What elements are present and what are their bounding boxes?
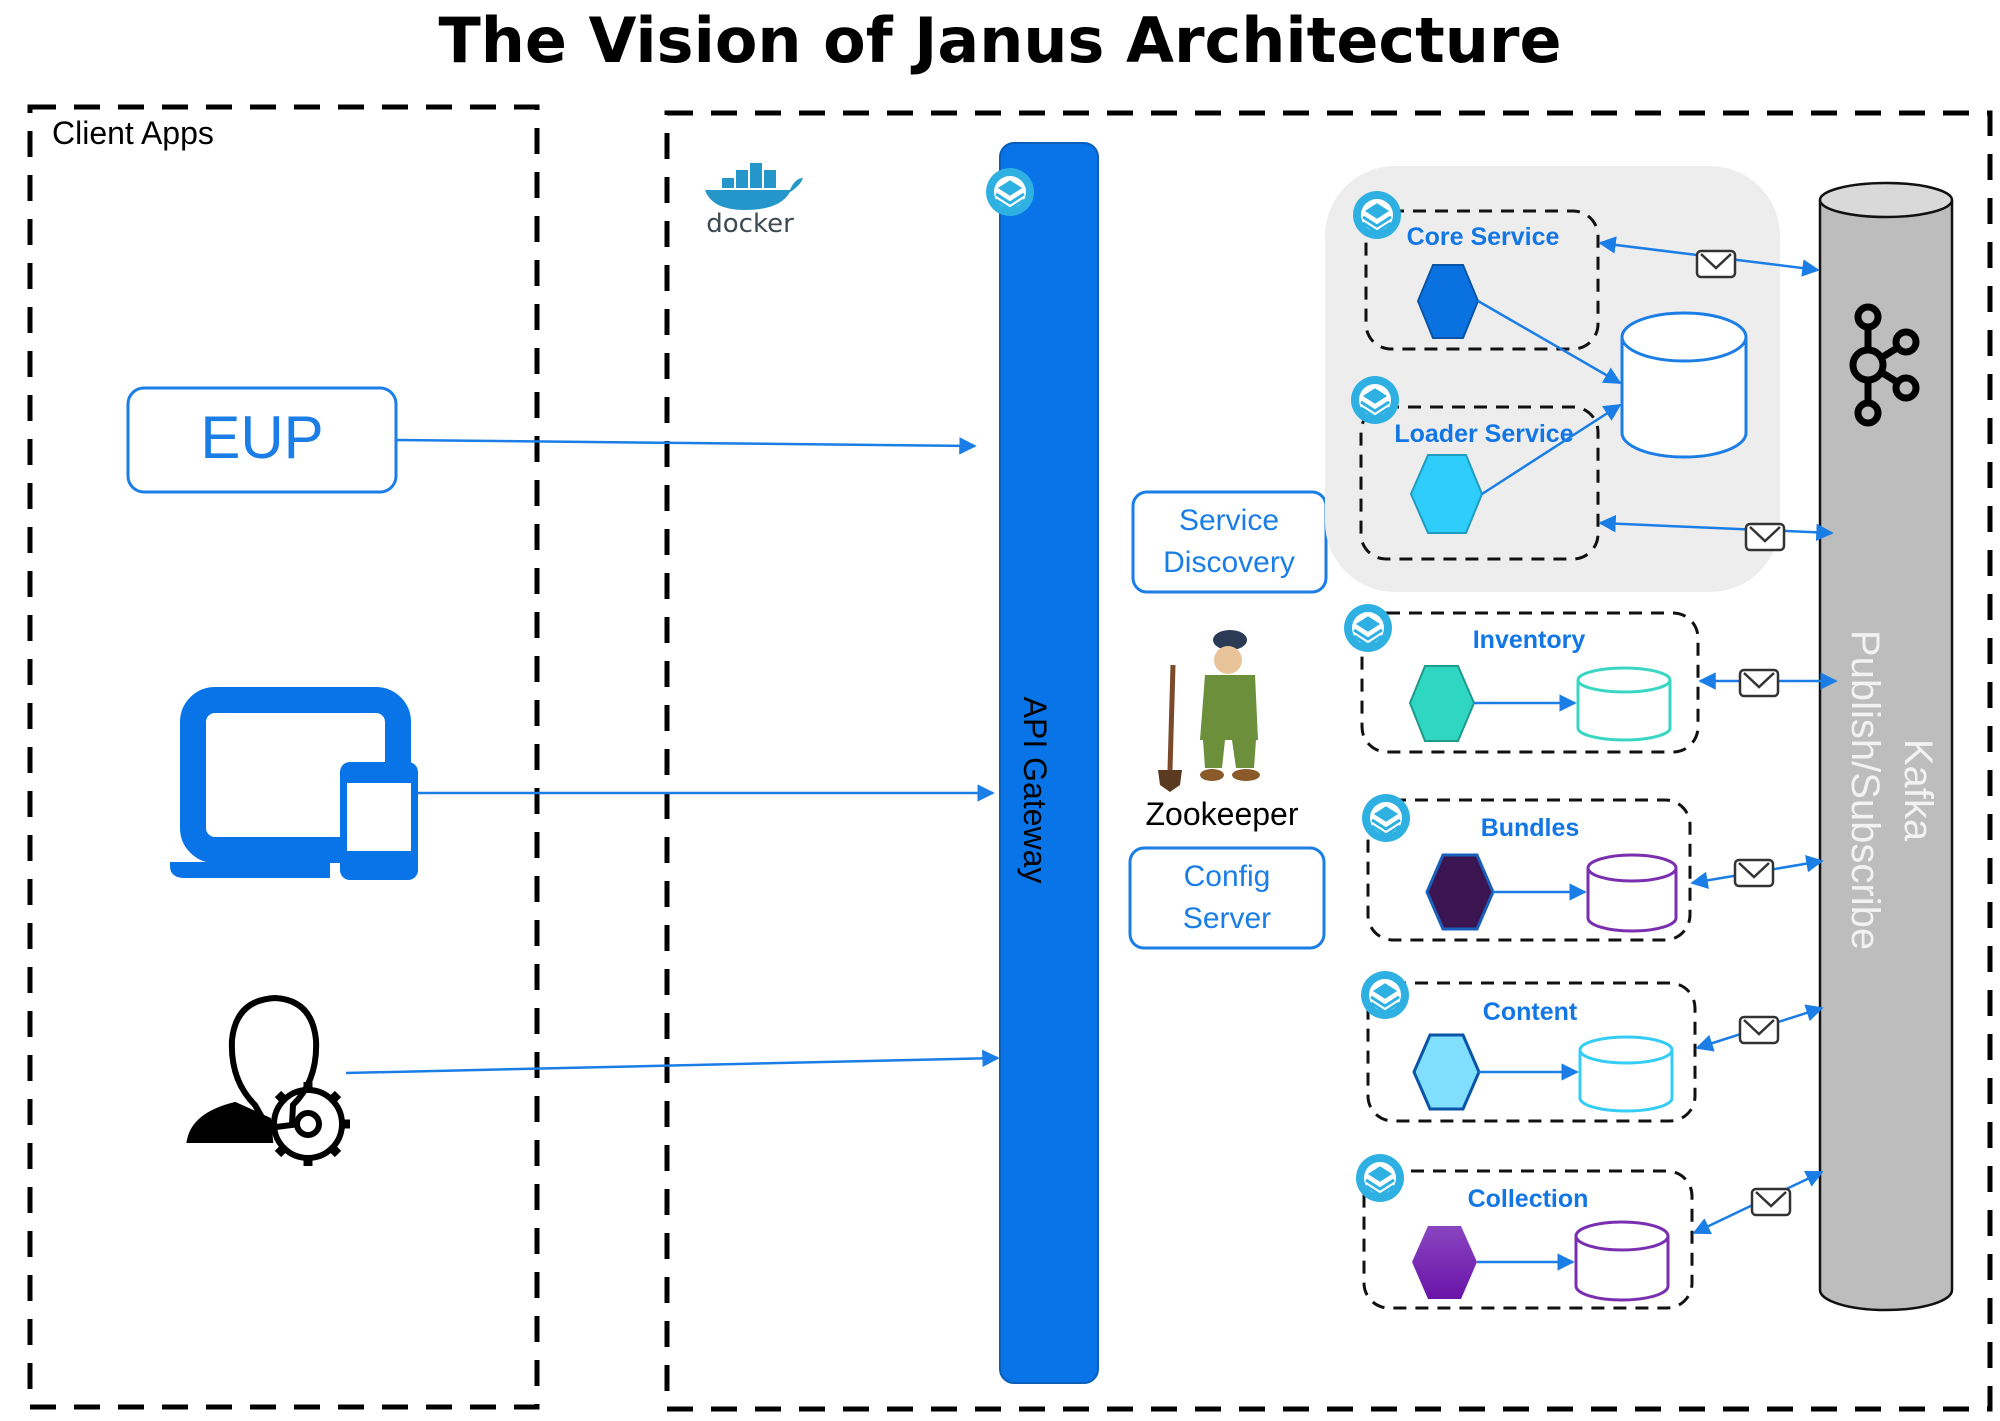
loader-to-db-arrow <box>1481 403 1622 496</box>
loader-kafka-arrow <box>1598 514 1834 542</box>
core-to-db-arrow <box>1477 299 1622 385</box>
diagram-title: The Vision of Janus Architecture <box>438 4 1561 77</box>
eup-label: EUP <box>200 404 323 471</box>
client-apps-label: Client Apps <box>52 115 214 151</box>
layers-icon <box>984 166 1036 218</box>
api-gateway[interactable]: API Gateway <box>999 142 1099 1384</box>
config-server-node[interactable]: Config Server <box>1128 846 1326 950</box>
service-discovery-node[interactable]: Service Discovery <box>1131 490 1328 594</box>
service-content[interactable]: Content <box>1366 981 1697 1123</box>
shared-database-icon <box>1620 311 1748 459</box>
service-bundles-title: Bundles <box>1481 814 1580 842</box>
service-bundles-hexagon <box>1425 853 1495 931</box>
service-bundles[interactable]: Bundles <box>1366 798 1692 942</box>
eup-node[interactable]: EUP <box>126 386 398 494</box>
service-content-title: Content <box>1483 998 1578 1026</box>
zookeeper-figure <box>1158 630 1260 792</box>
service-discovery-line2: Discovery <box>1163 546 1295 579</box>
layers-icon <box>1351 189 1403 241</box>
laptop-phone-icon <box>170 687 418 880</box>
platform-container <box>664 110 1993 1412</box>
layers-icon <box>1349 374 1401 426</box>
kafka-logo-icon <box>1849 303 1920 427</box>
config-server-line2: Server <box>1183 902 1271 935</box>
service-inventory-title: Inventory <box>1473 626 1586 654</box>
message-envelope-icon <box>1744 522 1786 552</box>
api-gateway-label: API Gateway <box>1017 697 1053 884</box>
service-content-hexagon <box>1412 1033 1481 1111</box>
service-collection[interactable]: Collection <box>1362 1169 1694 1310</box>
layers-icon <box>1342 602 1394 654</box>
eup-to-gateway-arrow <box>395 437 977 455</box>
service-inventory[interactable]: Inventory <box>1360 611 1700 754</box>
kafka-publish-subscribe-label: Publish/Subscribe <box>1843 630 1887 950</box>
docker-logo: docker <box>705 163 803 239</box>
service-core[interactable]: Core Service <box>1364 209 1600 351</box>
admin-to-gateway-arrow <box>345 1049 1000 1075</box>
service-collection-hexagon <box>1412 1226 1477 1299</box>
client-apps-container <box>27 104 540 1410</box>
message-envelope-icon <box>1750 1187 1792 1217</box>
service-collection-title: Collection <box>1468 1185 1589 1213</box>
zookeeper-label: Zookeeper <box>1146 796 1299 832</box>
message-envelope-icon <box>1695 249 1737 279</box>
layers-icon <box>1360 792 1412 844</box>
service-core-title: Core Service <box>1407 223 1560 251</box>
config-server-line1: Config <box>1184 860 1271 893</box>
message-envelope-icon <box>1738 668 1780 698</box>
docker-label: docker <box>706 209 794 239</box>
service-loader-title: Loader Service <box>1394 420 1573 448</box>
message-envelope-icon <box>1738 1015 1780 1045</box>
service-inventory-hexagon <box>1408 665 1476 742</box>
layers-icon <box>1354 1152 1406 1204</box>
admin-user-gear-icon <box>186 994 350 1166</box>
kafka-label: Kafka <box>1896 739 1940 842</box>
message-envelope-icon <box>1733 858 1775 888</box>
kafka-bus[interactable]: Kafka Publish/Subscribe <box>1818 181 1954 1312</box>
layers-icon <box>1359 969 1411 1021</box>
service-discovery-line1: Service <box>1179 504 1279 537</box>
